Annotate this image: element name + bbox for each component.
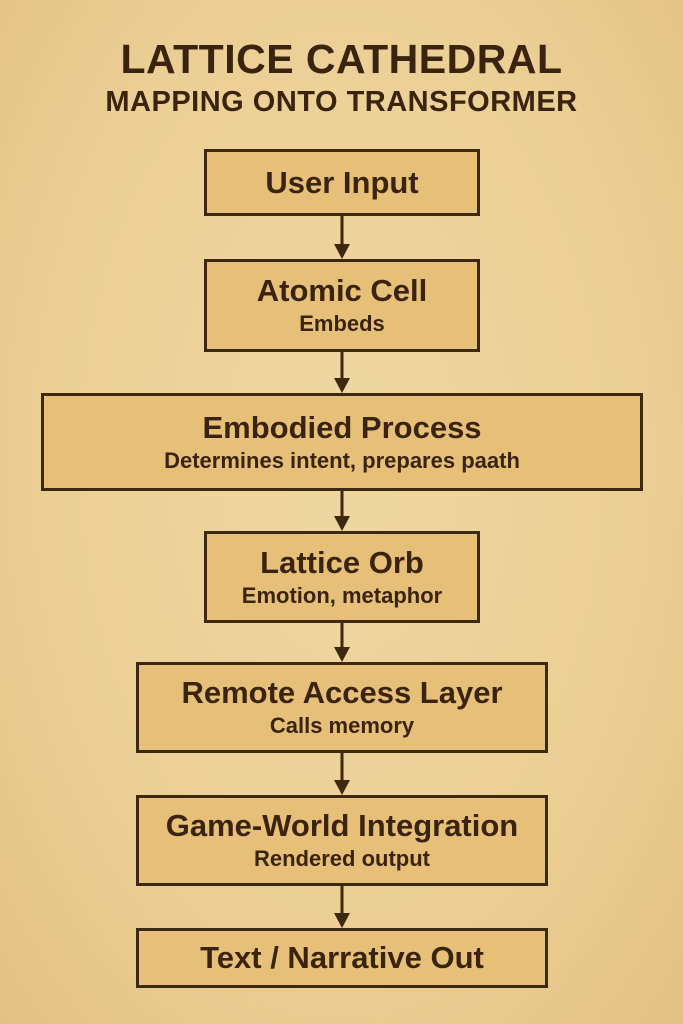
node-sublabel: Rendered output [254, 846, 430, 872]
node-user-input: User Input [204, 149, 480, 216]
node-label: Remote Access Layer [181, 675, 503, 711]
node-game-world-integration: Game-World Integration Rendered output [136, 795, 548, 886]
arrow-2 [334, 351, 350, 393]
node-sublabel: Emotion, metaphor [241, 582, 443, 608]
node-embodied-process: Embodied Process Determines intent, prep… [41, 393, 643, 491]
arrow-4 [334, 622, 350, 662]
arrow-3 [334, 490, 350, 531]
node-lattice-orb: Lattice Orb Emotion, metaphor [204, 531, 480, 623]
arrow-1 [334, 215, 350, 259]
node-label: Game-World Integration [165, 808, 519, 844]
node-sublabel: Determines intent, prepares paath [164, 447, 520, 473]
node-label: Atomic Cell [256, 273, 428, 309]
node-label: Text / Narrative Out [200, 940, 484, 976]
node-label: User Input [265, 164, 419, 200]
node-text-narrative-out: Text / Narrative Out [136, 928, 548, 988]
node-remote-access-layer: Remote Access Layer Calls memory [136, 662, 548, 753]
diagram-subtitle: MAPPING ONTO TRANSFORMER [105, 86, 578, 118]
node-label: Lattice Orb [260, 544, 424, 580]
node-atomic-cell: Atomic Cell Embeds [204, 259, 480, 352]
node-sublabel: Calls memory [269, 713, 415, 739]
node-label: Embodied Process [202, 409, 482, 445]
arrow-6 [334, 885, 350, 928]
node-sublabel: Embeds [299, 311, 385, 337]
arrow-5 [334, 752, 350, 795]
diagram-title: LATTICE CATHEDRAL [120, 36, 563, 82]
